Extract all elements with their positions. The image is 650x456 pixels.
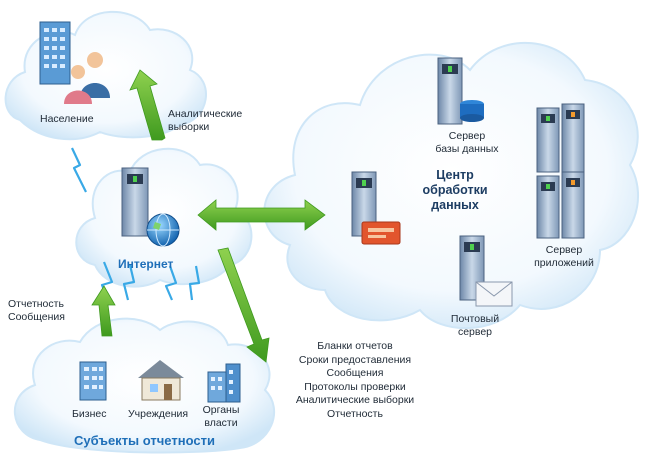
- db-server-icon: [437, 57, 484, 125]
- outgoing-flow-list: Бланки отчетов Сроки предоставления Сооб…: [275, 340, 435, 421]
- internet-label: Интернет: [118, 257, 174, 271]
- outgoing-item: Сообщения: [326, 367, 384, 379]
- app-server-icon: [536, 103, 585, 239]
- reporting-flow-line-1: Отчетность: [8, 298, 64, 310]
- outgoing-item: Бланки отчетов: [317, 340, 393, 352]
- people-icon: [64, 52, 110, 104]
- mail-server-icon: [459, 235, 513, 307]
- outgoing-item: Отчетность: [327, 407, 383, 420]
- data-center-line-3: данных: [431, 198, 479, 212]
- outgoing-item: Сроки предоставления: [298, 353, 412, 366]
- business-building-icon: [79, 361, 107, 401]
- data-center-title: Центр обработки данных: [415, 168, 495, 213]
- analytics-flow-line-2: выборки: [168, 121, 210, 133]
- analytics-flow-line-1: Аналитические: [168, 108, 243, 120]
- db-server-line-2: базы данных: [435, 143, 499, 155]
- globe-icon: [146, 213, 180, 247]
- mail-server-line-2: сервер: [457, 326, 493, 338]
- authorities-line-2: власти: [204, 417, 238, 429]
- institutions-label: Учреждения: [128, 408, 189, 420]
- population-label: Население: [40, 113, 94, 125]
- arrow-subjects-to-internet: [91, 285, 116, 337]
- arrow-internet-datacenter: [197, 199, 326, 231]
- building-icon: [39, 21, 71, 85]
- app-server-line-2: приложений: [534, 257, 594, 269]
- subjects-title: Субъекты отчетности: [74, 433, 215, 448]
- report-server-icon: [351, 171, 401, 245]
- authorities-line-1: Органы: [202, 404, 240, 416]
- arrow-internet-to-subjects: [217, 247, 270, 363]
- authorities-building-icon: [207, 363, 241, 403]
- mail-server-label: Почтовый сервер: [440, 313, 510, 339]
- reporting-flow-label: Отчетность Сообщения: [8, 298, 65, 324]
- business-label: Бизнес: [72, 408, 107, 420]
- app-server-label: Сервер приложений: [524, 244, 604, 270]
- internet-server-icon: [121, 167, 149, 237]
- reporting-flow-line-2: Сообщения: [8, 311, 65, 323]
- outgoing-item: Аналитические выборки: [295, 394, 415, 406]
- authorities-label: Органы власти: [198, 404, 244, 430]
- data-center-line-1: Центр: [436, 168, 474, 182]
- arrow-internet-to-population: [129, 69, 166, 141]
- db-server-label: Сервер базы данных: [432, 130, 502, 156]
- db-server-line-1: Сервер: [448, 130, 486, 142]
- analytics-flow-label: Аналитические выборки: [168, 108, 242, 134]
- data-center-line-2: обработки: [422, 183, 488, 197]
- outgoing-item: Протоколы проверки: [304, 380, 406, 393]
- mail-server-line-1: Почтовый: [450, 313, 500, 325]
- institution-house-icon: [138, 360, 184, 401]
- app-server-line-1: Сервер: [545, 244, 583, 256]
